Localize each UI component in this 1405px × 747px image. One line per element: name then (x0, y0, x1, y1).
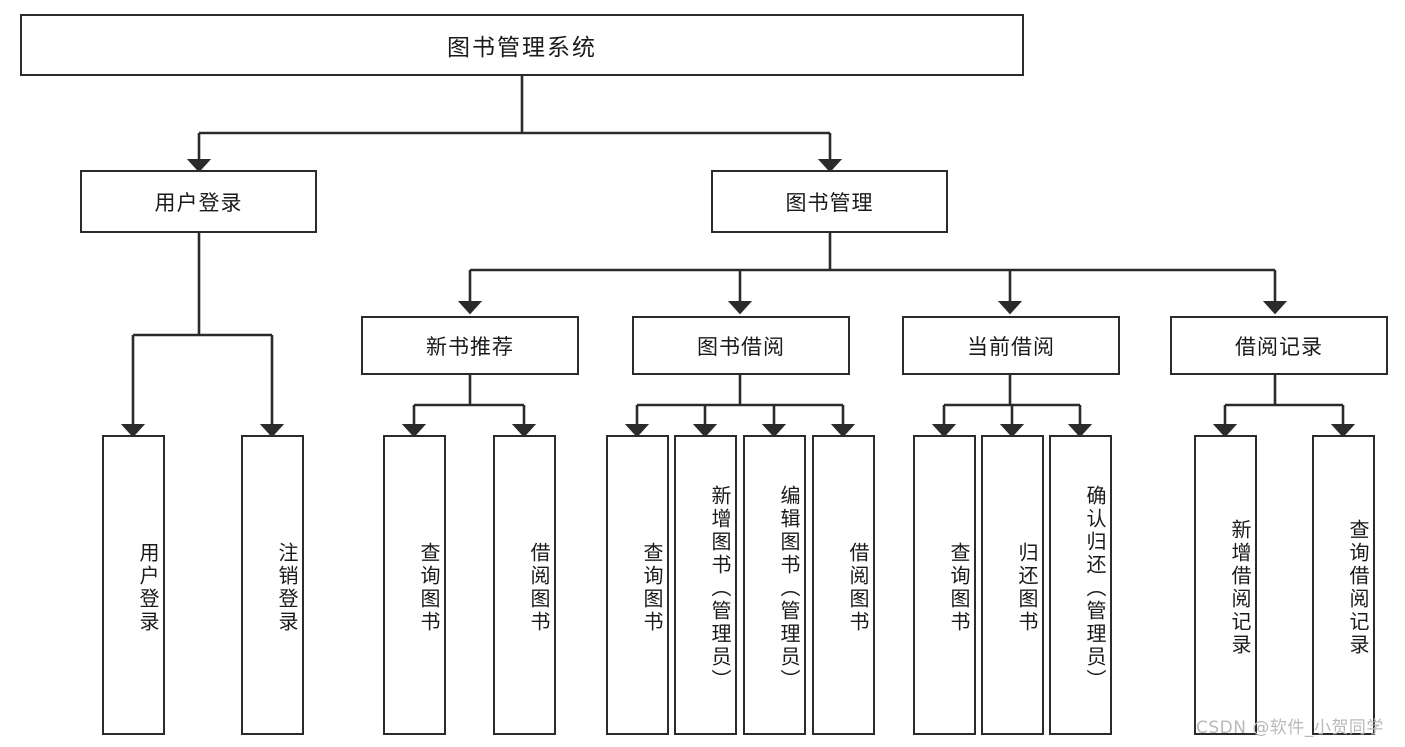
leaf-label: 查询图书 (640, 542, 664, 634)
leaf-label: 查询图书 (417, 542, 441, 634)
leaf-label: 查询借阅记录 (1346, 519, 1370, 657)
node-borrow-record[interactable]: 借阅记录 (1170, 316, 1388, 375)
leaf-user-logout[interactable]: 注销登录 (241, 435, 304, 735)
leaf-label: 注销登录 (275, 542, 299, 634)
leaf-query-book-3[interactable]: 查询图书 (913, 435, 976, 735)
node-book-borrow[interactable]: 图书借阅 (632, 316, 850, 375)
node-root[interactable]: 图书管理系统 (20, 14, 1024, 76)
leaf-borrow-book-2[interactable]: 借阅图书 (812, 435, 875, 735)
leaf-confirm-return[interactable]: 确认归还（管理员） (1049, 435, 1112, 735)
node-current-borrow[interactable]: 当前借阅 (902, 316, 1120, 375)
leaf-add-book[interactable]: 新增图书（管理员） (674, 435, 737, 735)
leaf-add-record[interactable]: 新增借阅记录 (1194, 435, 1257, 735)
leaf-label: 借阅图书 (527, 542, 551, 634)
leaf-label: 归还图书 (1015, 542, 1039, 634)
leaf-edit-book[interactable]: 编辑图书（管理员） (743, 435, 806, 735)
csdn-watermark: CSDN @软件_小贺同学 (1196, 718, 1384, 738)
node-new-book-recommend[interactable]: 新书推荐 (361, 316, 579, 375)
leaf-label: 新增借阅记录 (1228, 519, 1252, 657)
leaf-label: 新增图书（管理员） (708, 484, 732, 692)
leaf-label: 确认归还（管理员） (1083, 484, 1107, 692)
node-book-manage[interactable]: 图书管理 (711, 170, 948, 233)
leaf-user-login[interactable]: 用户登录 (102, 435, 165, 735)
leaf-query-book-2[interactable]: 查询图书 (606, 435, 669, 735)
leaf-label: 编辑图书（管理员） (777, 484, 801, 692)
leaf-label: 用户登录 (136, 542, 160, 634)
leaf-return-book[interactable]: 归还图书 (981, 435, 1044, 735)
leaf-label: 查询图书 (947, 542, 971, 634)
leaf-borrow-book-1[interactable]: 借阅图书 (493, 435, 556, 735)
node-user-login[interactable]: 用户登录 (80, 170, 317, 233)
leaf-label: 借阅图书 (846, 542, 870, 634)
leaf-query-book-1[interactable]: 查询图书 (383, 435, 446, 735)
leaf-query-record[interactable]: 查询借阅记录 (1312, 435, 1375, 735)
